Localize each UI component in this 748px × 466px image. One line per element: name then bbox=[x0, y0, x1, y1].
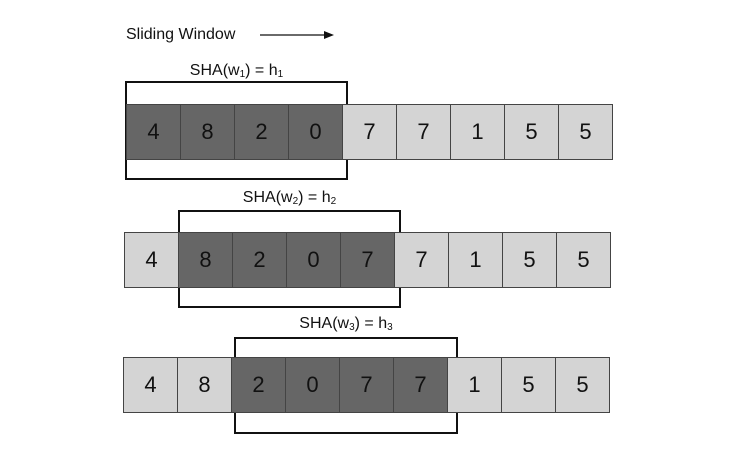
cell: 2 bbox=[234, 104, 289, 160]
cell: 0 bbox=[286, 232, 341, 288]
right-arrow-icon bbox=[260, 31, 334, 39]
cell: 7 bbox=[393, 357, 448, 413]
cell: 1 bbox=[447, 357, 502, 413]
cell: 2 bbox=[232, 232, 287, 288]
cell: 7 bbox=[340, 232, 395, 288]
title-text: Sliding Window bbox=[126, 26, 236, 43]
cell: 1 bbox=[448, 232, 503, 288]
cell: 7 bbox=[396, 104, 451, 160]
cell: 4 bbox=[124, 232, 179, 288]
cell: 5 bbox=[504, 104, 559, 160]
sequence-row-1: 4 8 2 0 7 7 1 5 5 bbox=[126, 104, 613, 160]
cell: 7 bbox=[394, 232, 449, 288]
cell: 1 bbox=[450, 104, 505, 160]
cell: 5 bbox=[502, 232, 557, 288]
cell: 5 bbox=[555, 357, 610, 413]
cell: 7 bbox=[339, 357, 394, 413]
sequence-row-2: 4 8 2 0 7 7 1 5 5 bbox=[124, 232, 611, 288]
cell: 5 bbox=[556, 232, 611, 288]
cell: 8 bbox=[180, 104, 235, 160]
cell: 5 bbox=[501, 357, 556, 413]
cell: 4 bbox=[123, 357, 178, 413]
cell: 8 bbox=[177, 357, 232, 413]
hash-caption-3: SHA(w3) = h3 bbox=[299, 315, 393, 333]
cell: 0 bbox=[288, 104, 343, 160]
sequence-row-3: 4 8 2 0 7 7 1 5 5 bbox=[123, 357, 610, 413]
hash-caption-2: SHA(w2) = h2 bbox=[242, 189, 337, 207]
cell: 0 bbox=[285, 357, 340, 413]
cell: 8 bbox=[178, 232, 233, 288]
cell: 4 bbox=[126, 104, 181, 160]
cell: 7 bbox=[342, 104, 397, 160]
diagram-title: Sliding Window bbox=[126, 25, 235, 45]
cell: 2 bbox=[231, 357, 286, 413]
hash-caption-1: SHA(w1) = h1 bbox=[189, 62, 284, 80]
cell: 5 bbox=[558, 104, 613, 160]
